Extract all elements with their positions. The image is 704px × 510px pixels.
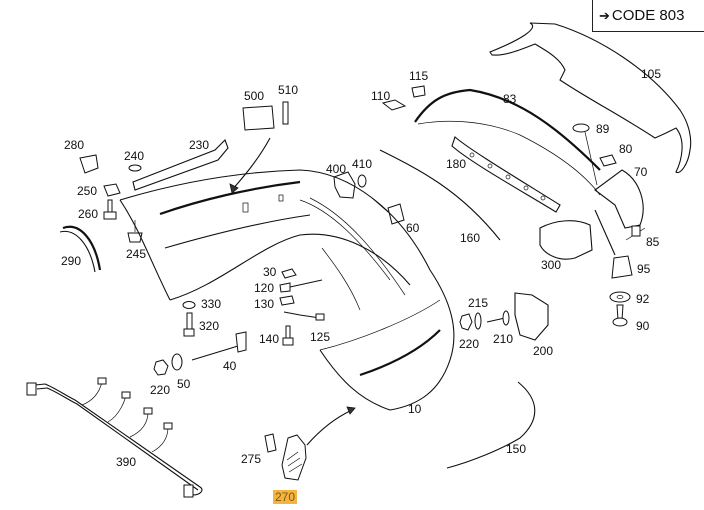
part-label-220-right[interactable]: 220 [459, 337, 480, 351]
part-240-washer[interactable] [128, 164, 142, 172]
part-label-40[interactable]: 40 [223, 359, 237, 373]
part-320-bolt[interactable] [183, 312, 195, 337]
part-label-230[interactable]: 230 [189, 138, 210, 152]
part-label-245[interactable]: 245 [126, 247, 147, 261]
part-90-screw[interactable] [612, 304, 628, 327]
part-180-strip[interactable] [451, 136, 561, 213]
part-label-10[interactable]: 10 [408, 402, 422, 416]
part-label-275[interactable]: 275 [241, 452, 262, 466]
part-290-arch[interactable] [59, 225, 102, 273]
arrowhead-icon [346, 406, 356, 415]
part-label-500[interactable]: 500 [244, 89, 265, 103]
part-500-cover[interactable] [242, 105, 275, 131]
part-70-bracket[interactable] [594, 169, 644, 229]
part-label-110[interactable]: 110 [371, 89, 391, 103]
part-270-cover[interactable] [281, 434, 307, 481]
part-label-400[interactable]: 400 [326, 162, 347, 176]
arrow-270-to-bumper [306, 409, 353, 446]
part-89-emblem[interactable] [572, 123, 598, 186]
part-125-strap[interactable] [283, 311, 325, 321]
part-label-80[interactable]: 80 [619, 142, 633, 156]
part-label-320[interactable]: 320 [199, 319, 220, 333]
part-label-50[interactable]: 50 [177, 377, 191, 391]
part-330-washer[interactable] [182, 301, 196, 309]
part-130-clip[interactable] [279, 295, 295, 306]
part-label-220-left[interactable]: 220 [150, 383, 171, 397]
part-label-180[interactable]: 180 [446, 157, 467, 171]
part-label-250[interactable]: 250 [77, 184, 98, 198]
part-label-70[interactable]: 70 [634, 165, 648, 179]
part-label-200[interactable]: 200 [533, 344, 554, 358]
part-30-clip[interactable] [281, 268, 297, 279]
part-160-seal[interactable] [379, 149, 501, 241]
part-150-strip[interactable] [446, 381, 536, 469]
part-label-95[interactable]: 95 [637, 262, 651, 276]
part-label-215[interactable]: 215 [468, 296, 489, 310]
part-label-125[interactable]: 125 [310, 330, 331, 344]
arrow-right-icon: ➔ [599, 7, 610, 23]
part-275-clip[interactable] [264, 433, 277, 453]
part-10-bumper[interactable] [119, 169, 455, 411]
arrowhead-icon [229, 183, 239, 194]
part-390-harness[interactable] [26, 377, 203, 498]
part-label-83[interactable]: 83 [503, 92, 517, 106]
part-label-510[interactable]: 510 [278, 83, 299, 97]
part-110-clip[interactable] [381, 99, 407, 111]
part-245-clip[interactable] [127, 220, 143, 243]
part-220-nut-left[interactable] [153, 359, 169, 376]
part-label-150[interactable]: 150 [506, 442, 527, 456]
part-label-140[interactable]: 140 [259, 332, 280, 346]
part-label-260[interactable]: 260 [78, 207, 99, 221]
part-label-290[interactable]: 290 [61, 254, 82, 268]
part-83-strip[interactable] [414, 88, 601, 196]
part-label-89[interactable]: 89 [596, 122, 610, 136]
part-280-clip[interactable] [79, 154, 99, 174]
part-120-bracket[interactable] [279, 279, 323, 293]
part-510-strip[interactable] [282, 101, 289, 125]
part-92-washer[interactable] [609, 291, 631, 303]
part-label-280[interactable]: 280 [64, 138, 85, 152]
part-215-washer[interactable] [474, 312, 482, 330]
part-140-screw[interactable] [282, 325, 294, 346]
part-label-85[interactable]: 85 [646, 235, 660, 249]
part-300-housing[interactable] [539, 209, 616, 260]
part-label-390[interactable]: 390 [116, 455, 137, 469]
part-95-bracket[interactable] [611, 255, 633, 279]
part-200-bracket[interactable] [514, 292, 549, 341]
part-label-120[interactable]: 120 [254, 281, 275, 295]
part-label-300[interactable]: 300 [541, 258, 562, 272]
part-label-30[interactable]: 30 [263, 265, 277, 279]
part-label-90[interactable]: 90 [636, 319, 650, 333]
part-85-bolt[interactable] [625, 225, 646, 241]
code-803-box: ➔ CODE 803 [592, 0, 704, 32]
part-230-bracket[interactable] [132, 139, 229, 191]
part-410-ring[interactable] [357, 174, 367, 188]
part-115-clip[interactable] [411, 85, 426, 98]
part-40-stud[interactable] [191, 331, 247, 361]
part-label-105[interactable]: 105 [641, 67, 662, 81]
part-label-240[interactable]: 240 [124, 149, 145, 163]
part-label-160[interactable]: 160 [460, 231, 481, 245]
part-label-270-highlighted[interactable]: 270 [273, 490, 298, 504]
part-label-92[interactable]: 92 [636, 292, 650, 306]
part-220-nut-right[interactable] [459, 313, 473, 331]
part-50-washer[interactable] [171, 353, 183, 371]
part-label-115[interactable]: 115 [409, 69, 429, 83]
part-80-clip[interactable] [599, 154, 617, 167]
part-label-210[interactable]: 210 [493, 332, 514, 346]
code-label: CODE 803 [611, 7, 685, 24]
part-105-trim[interactable] [489, 22, 692, 174]
part-label-60[interactable]: 60 [406, 221, 420, 235]
part-250-clip[interactable] [103, 183, 121, 197]
part-label-410[interactable]: 410 [352, 157, 373, 171]
part-label-130[interactable]: 130 [254, 297, 275, 311]
arrow-500-to-bumper [231, 137, 271, 191]
part-260-screw[interactable] [103, 199, 117, 220]
part-label-330[interactable]: 330 [201, 297, 222, 311]
part-210-bolt[interactable] [486, 310, 510, 326]
